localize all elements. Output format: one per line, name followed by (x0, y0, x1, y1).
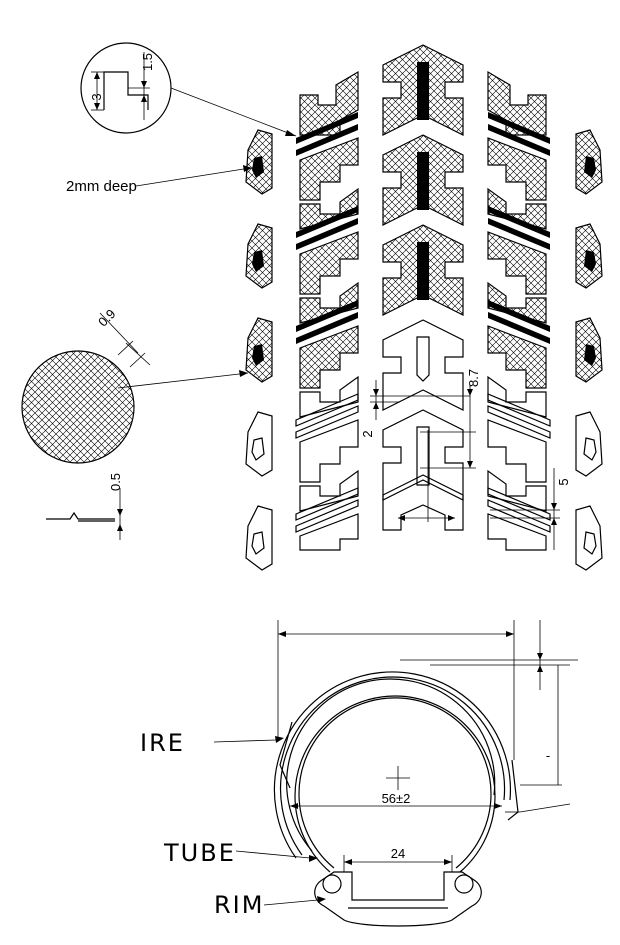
tread-center-column (382, 44, 464, 531)
tread-band-right (487, 70, 551, 551)
stud-section-detail (21, 312, 249, 464)
dimension-spacing: 5 (556, 478, 571, 485)
callout-tyre: IRE (140, 729, 185, 757)
step-profile-detail (80, 42, 297, 137)
dimension-thickness: 0.5 (108, 473, 123, 491)
thickness-dimension (46, 488, 123, 540)
dimension-tyre-width: 56±2 (382, 791, 411, 806)
callout-depth-leader (135, 167, 251, 187)
dimension-stud-diameter: 0.9 (95, 306, 118, 329)
tyre-cross-section (213, 620, 578, 927)
side-lugs-left (245, 129, 273, 571)
dimension-lug-length: 8.7 (466, 369, 481, 387)
tread-band-left (295, 70, 359, 551)
dimension-height: - (546, 748, 550, 763)
tread-dimensions (370, 380, 560, 550)
dimension-step-height: 3 (89, 93, 104, 100)
callout-depth: 2mm deep (66, 178, 137, 195)
callout-tube: TUBE (163, 839, 236, 867)
dimension-gap: 2 (360, 430, 375, 437)
side-lugs-right (575, 129, 603, 571)
dimension-rim-width: 24 (391, 846, 405, 861)
callout-rim: RIM (214, 891, 264, 919)
dimension-step-offset: 1.5 (140, 53, 155, 71)
